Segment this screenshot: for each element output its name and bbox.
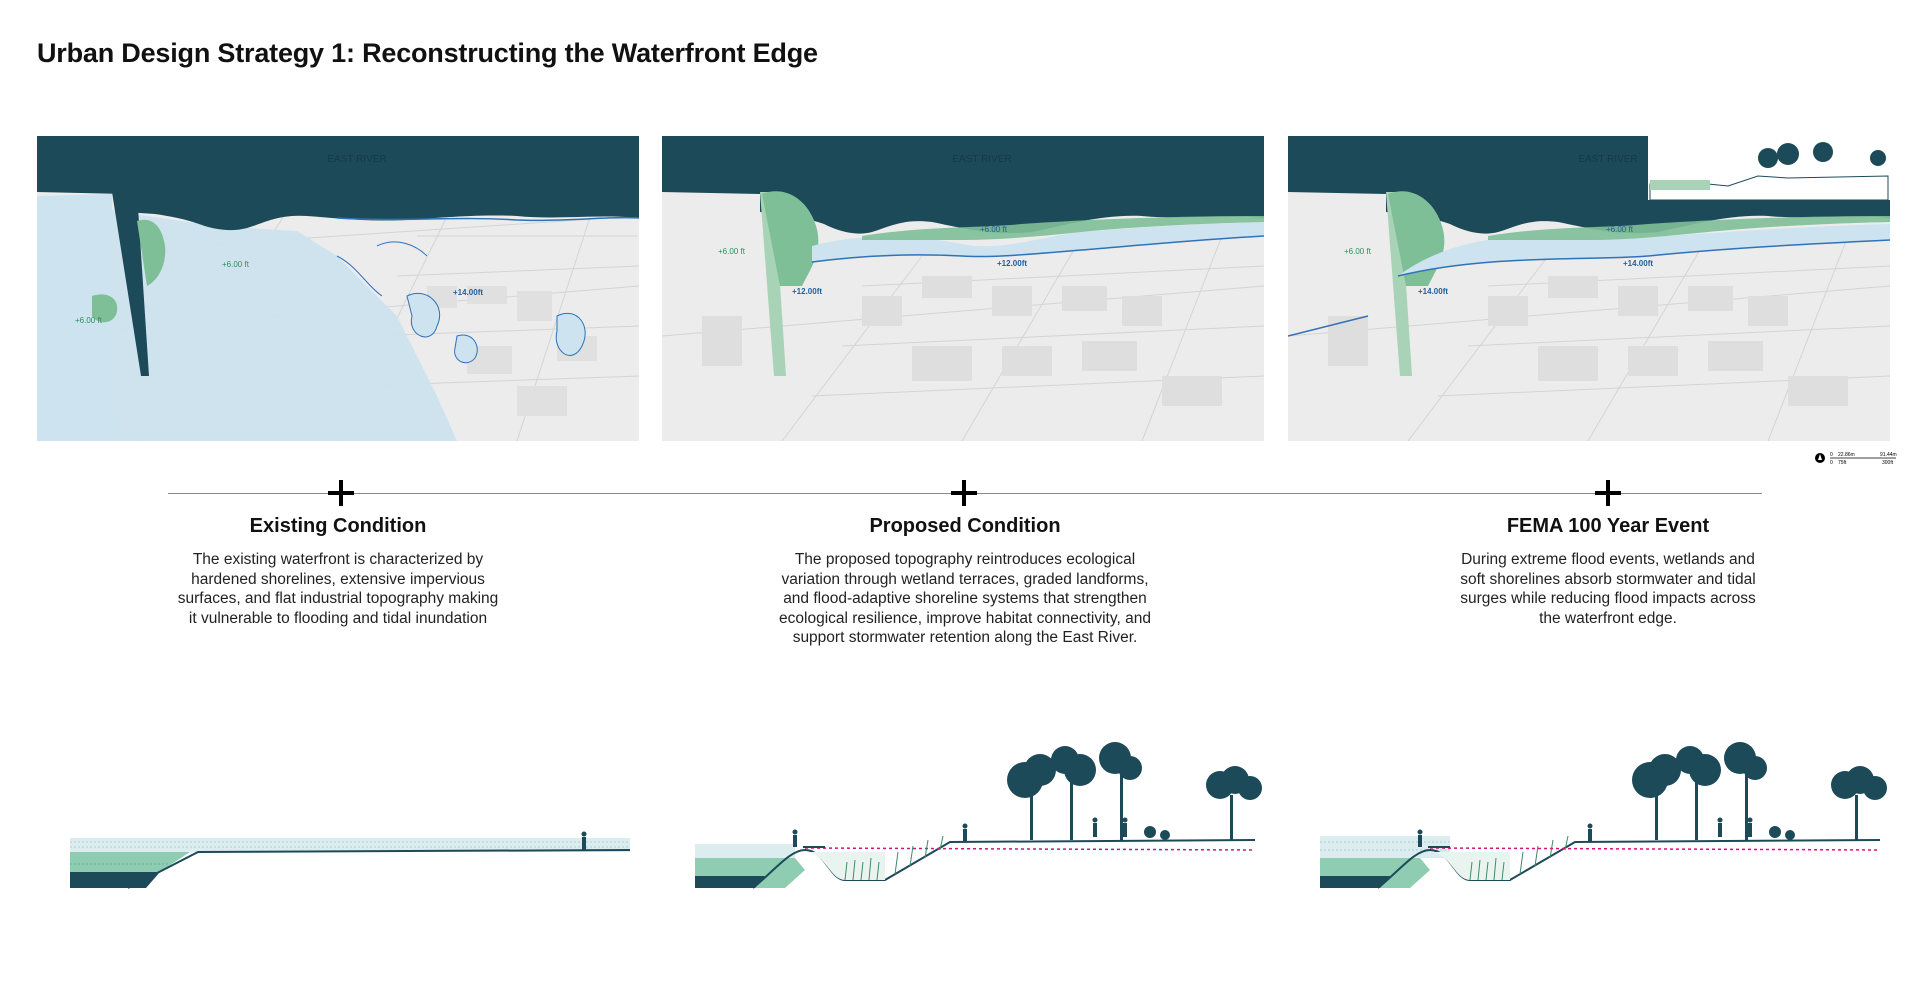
person-icon — [581, 831, 587, 850]
svg-text:22.86m: 22.86m — [1838, 452, 1855, 458]
elevation-label: +14.00ft — [1623, 259, 1653, 268]
elevation-label: +12.00ft — [792, 287, 822, 296]
tree-icon — [1007, 742, 1262, 840]
svg-text:0: 0 — [1830, 452, 1833, 458]
column-desc-fema: During extreme flood events, wetlands an… — [1460, 551, 1756, 627]
elevation-label: +14.00ft — [1418, 287, 1448, 296]
page-title: Urban Design Strategy 1: Reconstructing … — [37, 38, 818, 68]
section-proposed-condition — [695, 740, 1265, 890]
svg-text:75ft: 75ft — [1838, 460, 1847, 466]
svg-text:0: 0 — [1830, 460, 1833, 466]
column-title-proposed: Proposed Condition — [869, 515, 1061, 537]
elevation-label: +6.00 ft — [1606, 225, 1634, 234]
column-desc-proposed: The proposed topography reintroduces eco… — [779, 551, 1151, 646]
svg-text:300ft: 300ft — [1882, 460, 1894, 466]
plus-icon — [1595, 480, 1621, 506]
river-label: EAST RIVER — [1578, 154, 1637, 165]
elevation-label: +12.00ft — [997, 259, 1027, 268]
section-fema-100-year-event — [1320, 740, 1890, 890]
plus-icon — [951, 480, 977, 506]
column-desc-existing: The existing waterfront is characterized… — [177, 551, 499, 627]
map-existing-condition: EAST RIVER +6.00 ft +6.00 ft +14.00ft — [37, 136, 639, 441]
elevation-label: +14.00ft — [453, 288, 483, 297]
river-label: EAST RIVER — [952, 154, 1011, 165]
svg-text:91.44m: 91.44m — [1880, 452, 1897, 458]
elevation-label: +6.00 ft — [222, 260, 250, 269]
river-label: EAST RIVER — [327, 154, 386, 165]
inset-section-icon — [1648, 136, 1890, 201]
plus-icon — [328, 480, 354, 506]
elevation-label: +6.00 ft — [1344, 247, 1372, 256]
map-proposed-condition: EAST RIVER +6.00 ft +6.00 ft +12.00ft +1… — [662, 136, 1264, 441]
elevation-label: +6.00 ft — [718, 247, 746, 256]
map-fema-100-year-event: EAST RIVER +6.00 ft +6.00 ft +14.00ft +1… — [1288, 136, 1890, 441]
column-title-fema: FEMA 100 Year Event — [1506, 515, 1710, 537]
elevation-label: +6.00 ft — [75, 316, 103, 325]
column-title-existing: Existing Condition — [249, 515, 427, 537]
tree-icon — [1632, 742, 1887, 840]
elevation-label: +6.00 ft — [980, 225, 1008, 234]
section-existing-condition — [70, 820, 631, 890]
scale-bar: 0 22.86m 91.44m 0 75ft 300ft — [1814, 450, 1898, 466]
